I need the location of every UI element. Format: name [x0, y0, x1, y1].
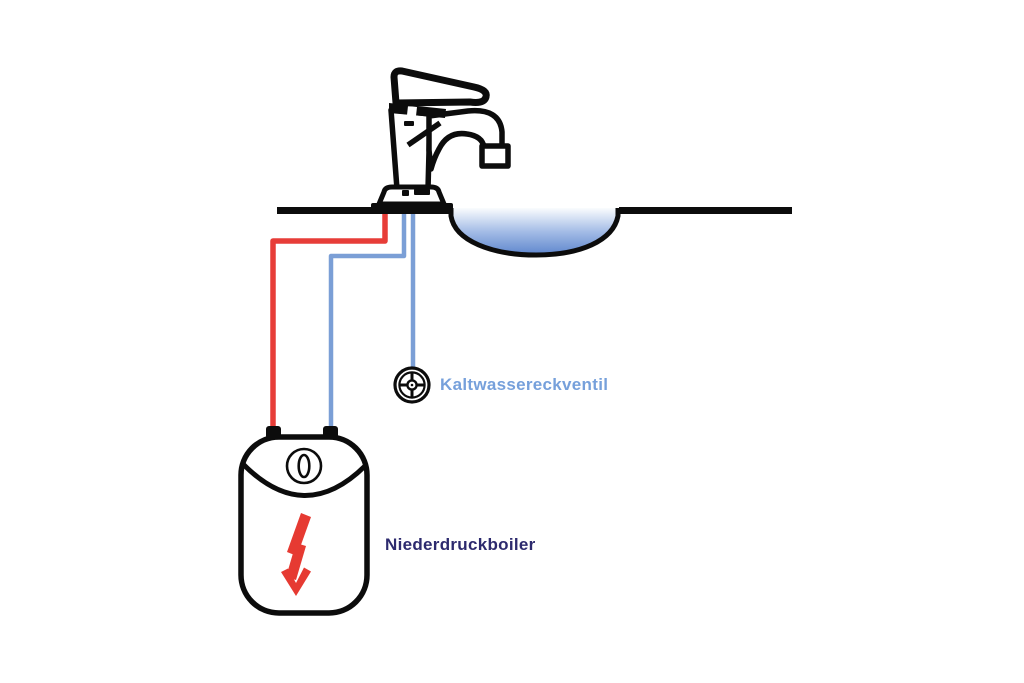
sink-basin	[448, 208, 621, 258]
handwheel-valve-icon	[393, 366, 431, 404]
lightning-upper-bar	[287, 513, 311, 556]
valve-label: Kaltwassereckventil	[440, 375, 608, 394]
faucet-cartridge-notch	[407, 106, 417, 116]
lightning-arrow-icon	[281, 513, 311, 596]
boiler-dial-oval	[297, 453, 311, 479]
faucet-cartridge-band	[389, 103, 446, 118]
faucet-spout	[426, 107, 505, 172]
lightning-arrowhead	[281, 567, 311, 596]
boiler-collar-arc	[241, 462, 367, 498]
faucet-spout-divider	[406, 120, 442, 148]
cold-water-pipe-to-boiler	[328, 210, 407, 432]
hot-water-pipe-line	[270, 210, 388, 432]
faucet-icon	[371, 67, 511, 214]
hot-water-pipe	[270, 210, 388, 432]
faucet-base-dash	[414, 189, 430, 195]
cold-water-pipe-boiler-line	[328, 210, 407, 432]
boiler-label: Niederdruckboiler	[385, 535, 536, 554]
valve-hub-dot	[410, 383, 414, 387]
lightning-lower-bar	[286, 543, 306, 580]
faucet-handle	[390, 67, 490, 107]
faucet-body-dash	[404, 121, 414, 126]
faucet-aerator	[479, 143, 511, 169]
faucet-base-flange	[376, 184, 447, 207]
faucet-base-dash-dot	[402, 190, 409, 196]
faucet-base-plate	[371, 203, 453, 214]
sink-basin-bowl	[448, 208, 621, 258]
boiler-tank-icon	[238, 426, 370, 616]
